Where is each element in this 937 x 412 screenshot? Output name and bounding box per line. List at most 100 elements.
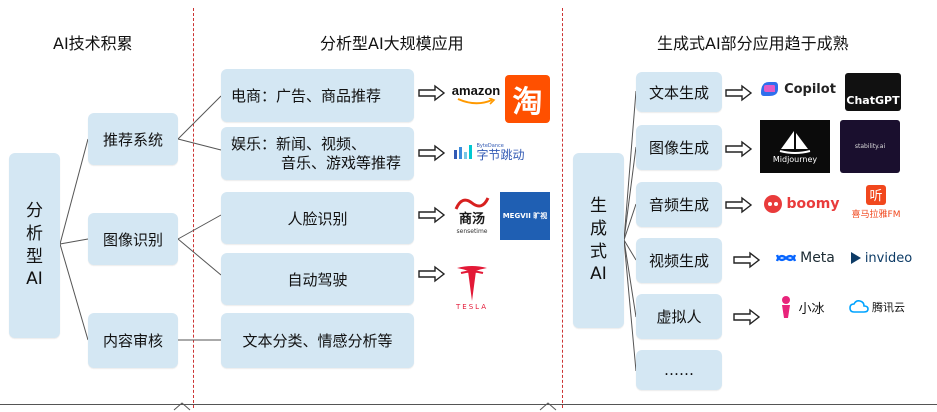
xiaoice-figure-icon — [782, 296, 791, 318]
arrow-icon — [733, 308, 761, 326]
tencentcloud-cloud-icon — [849, 300, 869, 313]
gen-root-char-2: 成 — [590, 218, 607, 239]
xiaoice-logo: 小冰 — [775, 292, 829, 322]
chatgpt-logo: ChatGPT — [845, 73, 901, 111]
taobao-logo: 淘 — [505, 75, 550, 123]
edge-gen-avatar — [623, 239, 637, 318]
app-text-classification: 文本分类、情感分析等 — [221, 313, 414, 368]
right-panel-title: 生成式AI部分应用趋于成熟 — [657, 34, 849, 53]
edge-root-recommend — [59, 138, 89, 245]
app-autonomous-driving: 自动驾驶 — [221, 253, 414, 305]
edge-recommend-entertainment — [177, 138, 222, 151]
bytedance-logo: ByteDance 字节跳动 — [448, 139, 530, 165]
gen-root-char-3: 式 — [590, 241, 607, 262]
chatgpt-logo-text: ChatGPT — [846, 94, 900, 107]
gen-root-char-4: AI — [590, 264, 607, 285]
edge-recommend-ecommerce — [177, 95, 222, 140]
midjourney-logo: Midjourney — [760, 120, 830, 173]
tencentcloud-logo: 腾讯云 — [846, 294, 908, 320]
edge-gen-image — [623, 146, 637, 241]
boomy-icon — [763, 195, 782, 213]
gen-image: 图像生成 — [636, 125, 722, 170]
midjourney-sail-icon — [779, 131, 811, 154]
ximalaya-logo-text: 喜马拉雅FM — [851, 209, 901, 220]
sensetime-logo-en: sensetime — [456, 227, 488, 235]
app-entertainment: 娱乐：新闻、视频、 音乐、游戏等推荐 — [221, 127, 414, 180]
tencentcloud-logo-text: 腾讯云 — [872, 301, 905, 314]
bytedance-logo-text: 字节跳动 — [476, 147, 525, 162]
middle-panel-title: 分析型AI大规模应用 — [320, 34, 464, 53]
arrow-icon — [418, 206, 446, 224]
arrow-icon — [725, 84, 753, 102]
arrow-icon — [725, 140, 753, 158]
arrow-icon — [418, 84, 446, 102]
analytic-root-char-4: AI — [26, 269, 43, 290]
edge-gen-audio — [623, 203, 637, 241]
gen-audio: 音频生成 — [636, 182, 722, 227]
gen-more: …… — [636, 350, 722, 390]
arrow-icon — [725, 196, 753, 214]
analytic-root-char-3: 型 — [26, 246, 43, 267]
invideo-play-icon — [850, 252, 861, 264]
meta-logo: Meta — [773, 246, 837, 270]
stability-logo: stability.ai — [840, 120, 900, 173]
app-face-recognition: 人脸识别 — [221, 192, 414, 244]
invideo-logo-text: invideo — [864, 250, 913, 266]
analytic-root-char-2: 析 — [26, 223, 43, 244]
meta-logo-text: Meta — [800, 250, 835, 266]
bytedance-bars-icon — [454, 145, 473, 159]
amazon-smile-icon — [457, 98, 496, 105]
boomy-logo: boomy — [762, 190, 840, 218]
left-panel-title: AI技术积累 — [53, 34, 133, 53]
taobao-logo-text: 淘 — [512, 85, 543, 120]
bottom-axis-line — [0, 404, 937, 405]
sensetime-swirl-icon — [454, 197, 490, 210]
app-ecommerce: 电商：广告、商品推荐 — [221, 69, 414, 122]
stability-logo-text: stability.ai — [854, 143, 886, 150]
sensetime-logo: 商汤 sensetime — [450, 192, 494, 238]
gen-text: 文本生成 — [636, 72, 722, 112]
node-image-recognition: 图像识别 — [88, 213, 178, 265]
tesla-t-icon — [457, 266, 487, 301]
bottom-tick-left — [173, 402, 191, 411]
gen-video: 视频生成 — [636, 238, 722, 283]
tesla-logo-text: TESLA — [456, 303, 488, 311]
ximalaya-square-icon: 听 — [866, 184, 886, 205]
megvii-logo: MEGVII 旷视 — [500, 192, 550, 240]
xiaoice-logo-text: 小冰 — [798, 301, 825, 317]
copilot-logo-text: Copilot — [784, 81, 836, 97]
node-content-moderation: 内容审核 — [88, 313, 178, 368]
amazon-logo: amazon — [450, 80, 502, 108]
edge-root-image — [59, 238, 89, 245]
copilot-swirl-icon — [761, 82, 779, 96]
amazon-logo-text: amazon — [451, 83, 501, 98]
tesla-logo: TESLA — [449, 258, 495, 318]
separator-right — [562, 8, 563, 408]
app-entertainment-line-1: 娱乐：新闻、视频、 — [231, 134, 367, 153]
app-entertainment-line-2: 音乐、游戏等推荐 — [281, 153, 402, 172]
edge-image-driving — [177, 238, 222, 276]
bytedance-logo-small: ByteDance — [476, 142, 504, 149]
midjourney-logo-text: Midjourney — [772, 155, 818, 164]
edge-gen-text — [623, 90, 637, 241]
arrow-icon — [733, 251, 761, 269]
separator-left — [193, 8, 194, 408]
analytic-root-char-1: 分 — [26, 200, 43, 221]
copilot-logo: Copilot — [758, 74, 836, 104]
edge-gen-video — [623, 239, 637, 261]
edge-root-moderation — [59, 243, 89, 341]
gen-root-char-1: 生 — [590, 195, 607, 216]
megvii-logo-text: MEGVII 旷视 — [502, 212, 548, 220]
generative-ai-root: 生 成 式 AI — [573, 153, 624, 328]
meta-infinity-icon — [775, 254, 797, 262]
invideo-logo: invideo — [848, 246, 914, 270]
node-recommender: 推荐系统 — [88, 113, 178, 165]
boomy-logo-text: boomy — [786, 196, 840, 212]
bottom-tick-right — [539, 402, 557, 411]
arrow-icon — [418, 265, 446, 283]
gen-virtual-human: 虚拟人 — [636, 294, 722, 339]
sensetime-logo-cn: 商汤 — [458, 212, 485, 228]
arrow-icon — [418, 144, 446, 162]
